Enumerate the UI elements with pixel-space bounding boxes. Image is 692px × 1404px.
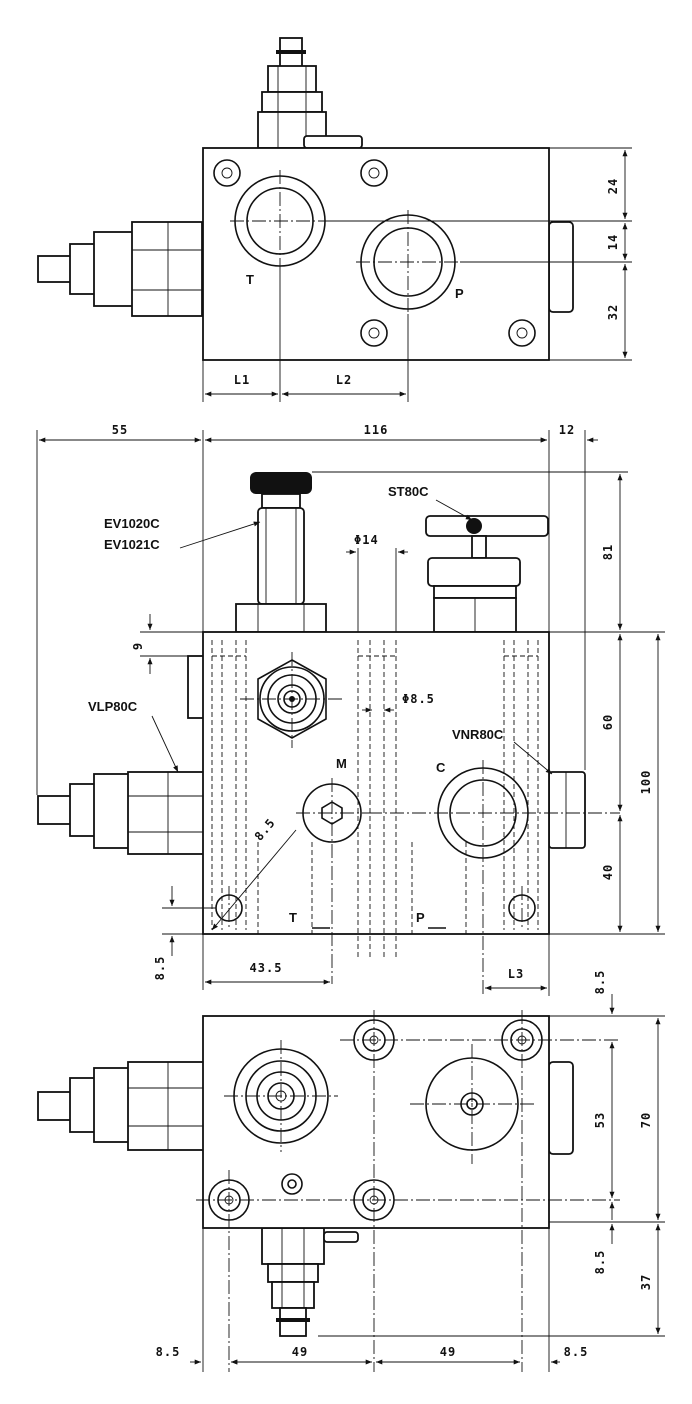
solenoid-valve <box>235 472 327 633</box>
front-view-dim-phi8-5: Φ8.5 <box>402 692 435 706</box>
leader-vnr <box>513 741 553 775</box>
part-label-ev1021c: EV1021C <box>104 537 160 552</box>
top-view-port-t-label: T <box>246 272 254 287</box>
front-view-dim-l3: L3 <box>508 967 524 981</box>
dim-9 <box>140 614 203 674</box>
bottom-view: 8.5 53 70 8.5 37 8.5 49 49 8.5 <box>37 970 665 1372</box>
top-view-port-t <box>230 170 330 272</box>
top-view-right-dimensions <box>330 147 632 361</box>
top-view-bottom-dimensions <box>202 272 409 402</box>
part-label-st80c: ST80C <box>388 484 429 499</box>
front-view-right-fitting <box>548 771 586 849</box>
top-view-dim-l1: L1 <box>234 373 250 387</box>
front-view-port-m-label: M <box>336 756 347 771</box>
front-view: 55 116 12 <box>36 423 665 996</box>
bottom-view-dim-37: 37 <box>639 1274 653 1290</box>
front-view-dim-100: 100 <box>639 770 653 795</box>
front-view-dim-8-5-left: 8.5 <box>153 956 167 981</box>
front-view-dim-116: 116 <box>364 423 389 437</box>
bottom-view-dim-49-b: 49 <box>440 1345 456 1359</box>
front-view-top-dimensions <box>36 430 598 795</box>
top-view-left-fitting <box>37 221 203 317</box>
bottom-view-solenoid-cavity <box>224 1040 338 1152</box>
top-view-right-fitting <box>548 221 574 313</box>
st80c-valve <box>425 515 549 633</box>
top-view-dim-l2: L2 <box>336 373 352 387</box>
top-view-block <box>202 147 550 361</box>
port-c <box>368 760 620 996</box>
top-view: T P 24 14 32 L1 L2 <box>37 37 632 402</box>
leader-vlp <box>151 715 179 773</box>
port-m <box>296 778 368 984</box>
bottom-view-left-fitting <box>37 1061 205 1151</box>
top-view-port-p-label: P <box>455 286 464 301</box>
bottom-view-solenoid-fitting <box>261 1227 359 1337</box>
leader-8-5-diag <box>211 829 297 931</box>
top-view-port-p <box>356 210 460 314</box>
leader-st <box>435 499 473 521</box>
front-view-bottom-dimensions <box>202 934 550 996</box>
top-view-solenoid-fitting <box>257 37 363 149</box>
front-view-port-c-label: C <box>436 760 446 775</box>
bottom-view-dim-8-5-left: 8.5 <box>156 1345 181 1359</box>
bottom-view-mounting-holes <box>196 1010 620 1372</box>
part-label-ev1020c: EV1020C <box>104 516 160 531</box>
front-view-port-t-label: T <box>289 910 297 925</box>
solenoid-cavity <box>240 652 344 748</box>
front-view-dim-81: 81 <box>601 544 615 560</box>
front-view-left-fitting <box>37 655 205 855</box>
front-view-block <box>202 631 550 935</box>
bottom-view-dim-8-5-top: 8.5 <box>593 970 607 995</box>
bottom-view-dim-70: 70 <box>639 1112 653 1128</box>
front-view-hidden-passages <box>211 640 539 960</box>
leader-ev <box>179 521 261 549</box>
top-view-mounting-holes <box>213 159 536 347</box>
bottom-view-dim-8-5-right: 8.5 <box>564 1345 589 1359</box>
bottom-view-dim-8-5-mid: 8.5 <box>593 1250 607 1275</box>
bottom-view-dim-49-a: 49 <box>292 1345 308 1359</box>
bottom-view-dim-53: 53 <box>593 1112 607 1128</box>
front-view-dim-55: 55 <box>112 423 128 437</box>
dim-8-5-left <box>162 886 216 956</box>
bottom-view-right-fitting <box>548 1061 574 1155</box>
front-view-dim-60: 60 <box>601 714 615 730</box>
bottom-view-bottom-dimensions <box>190 1228 560 1372</box>
top-view-dim-24: 24 <box>606 178 620 194</box>
bottom-view-port-c <box>410 1044 534 1164</box>
dim-phi14 <box>346 548 408 632</box>
front-view-dim-40: 40 <box>601 864 615 880</box>
front-view-port-p-label: P <box>416 910 425 925</box>
front-view-dim-12: 12 <box>559 423 575 437</box>
bottom-view-right-dimensions <box>318 994 665 1337</box>
top-view-dim-14: 14 <box>606 234 620 250</box>
bottom-view-small-port <box>281 1173 303 1195</box>
front-view-dim-phi14: Φ14 <box>354 533 379 547</box>
part-label-vlp80c: VLP80C <box>88 699 138 714</box>
part-label-vnr80c: VNR80C <box>452 727 504 742</box>
front-view-right-dimensions <box>312 471 665 935</box>
front-view-dim-9: 9 <box>131 642 145 650</box>
top-view-dim-32: 32 <box>606 304 620 320</box>
front-view-dim-43-5: 43.5 <box>250 961 283 975</box>
